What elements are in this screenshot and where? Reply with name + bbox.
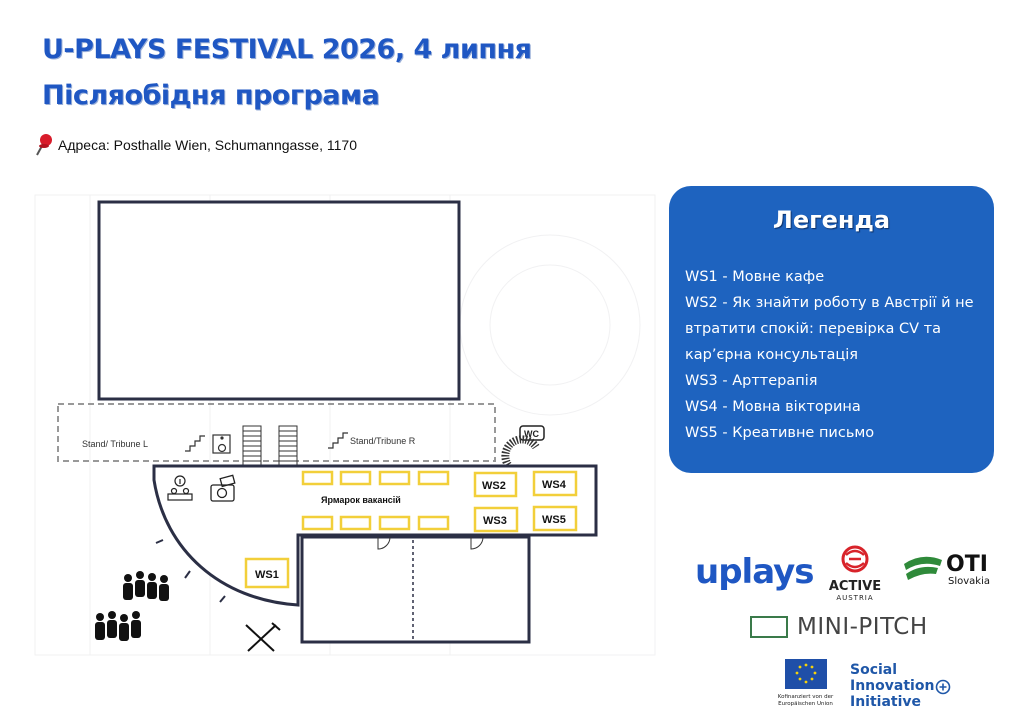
mini-pitch-emblem [750,616,788,638]
tribune-left-label: Stand/ Tribune L [82,439,148,449]
legend-list: WS1 - Мовне кафе WS2 - Як знайти роботу … [685,264,985,446]
lower-rooms [300,535,531,644]
plus-circle-icon [935,679,951,695]
legend-item-ws2: WS2 - Як знайти роботу в Австрії й не вт… [685,295,974,363]
stairs-icon [185,435,205,452]
ws4-label: WS4 [542,479,567,491]
mini-pitch-logo: MINI-PITCH [749,614,927,645]
door [470,536,484,550]
ws1-room: WS1 [244,557,290,589]
active-austria-logo: ACTIVE AUSTRIA [818,545,892,602]
active-austria-emblem [841,545,869,573]
oti-slovakia-logo: OTI Slovakia [902,552,990,591]
tribune-right-label: Stand/Tribune R [350,436,416,446]
active-sub: AUSTRIA [836,594,874,602]
eu-caption-1: Kofinanziert von der [777,694,834,700]
sii-line-3: Initiative [850,694,922,710]
sii-line-2: Innovation [850,678,935,694]
page-subtitle: Післяобідня програма [42,80,380,111]
oti-sub: Slovakia [948,576,990,587]
main-hall [97,200,461,401]
legend-item-ws1: WS1 - Мовне кафе [685,269,825,285]
legend-panel: Легенда WS1 - Мовне кафе WS2 - Як знайти… [669,186,994,473]
job-fair-stands [301,470,450,531]
legend-title: Легенда [772,206,891,234]
arc-doors [155,539,226,603]
uplays-logo: uplays [695,552,814,592]
cutlery-icon [245,622,281,652]
info-desk-icon [167,475,193,501]
ws5-room: WS5 [532,505,578,532]
door [377,536,391,550]
escalator [278,425,298,468]
legend-item-ws4: WS4 - Мовна вікторина [685,399,861,415]
eu-sii-logo: Kofinanziert von der Europäischen Union … [763,657,951,710]
page-title: U-PLAYS FESTIVAL 2026, 4 липня [42,34,532,65]
eu-caption-2: Europäischen Union [778,701,833,707]
wheelchair-icon [212,434,231,454]
wc-label: WC [524,429,539,439]
ws2-room: WS2 [473,471,518,498]
legend-item-ws3: WS3 - Арттерапія [685,373,818,389]
ws3-room: WS3 [473,506,519,533]
map-pin-icon [36,134,52,156]
oti-name: OTI [946,552,988,577]
ws4-room: WS4 [532,470,578,497]
photo-booth-icon [210,474,236,502]
floor-plan: Stand/ Tribune L Stand/Tribune R WC [34,194,656,656]
address-text: Адреса: Posthalle Wien, Schumanngasse, 1… [58,137,357,153]
eu-flag-icon [785,659,827,689]
crowd-icon [95,571,169,641]
sii-line-1: Social [850,662,898,678]
job-fair-label: Ярмарок вакансій [321,495,401,505]
stairs-icon [328,432,348,449]
ws5-label: WS5 [542,514,566,526]
mini-pitch-name: MINI-PITCH [797,614,928,640]
ws1-label: WS1 [255,569,279,581]
wc-sign: WC [501,425,545,468]
tribune-area [57,403,496,462]
ws3-label: WS3 [483,515,507,527]
escalator [242,425,262,468]
active-name: ACTIVE [828,579,882,594]
ws2-label: WS2 [482,480,506,492]
spiral-stairs [501,435,540,468]
oti-emblem [904,556,942,580]
address-row: Адреса: Posthalle Wien, Schumanngasse, 1… [34,133,357,157]
legend-item-ws5: WS5 - Креативне письмо [685,425,875,441]
